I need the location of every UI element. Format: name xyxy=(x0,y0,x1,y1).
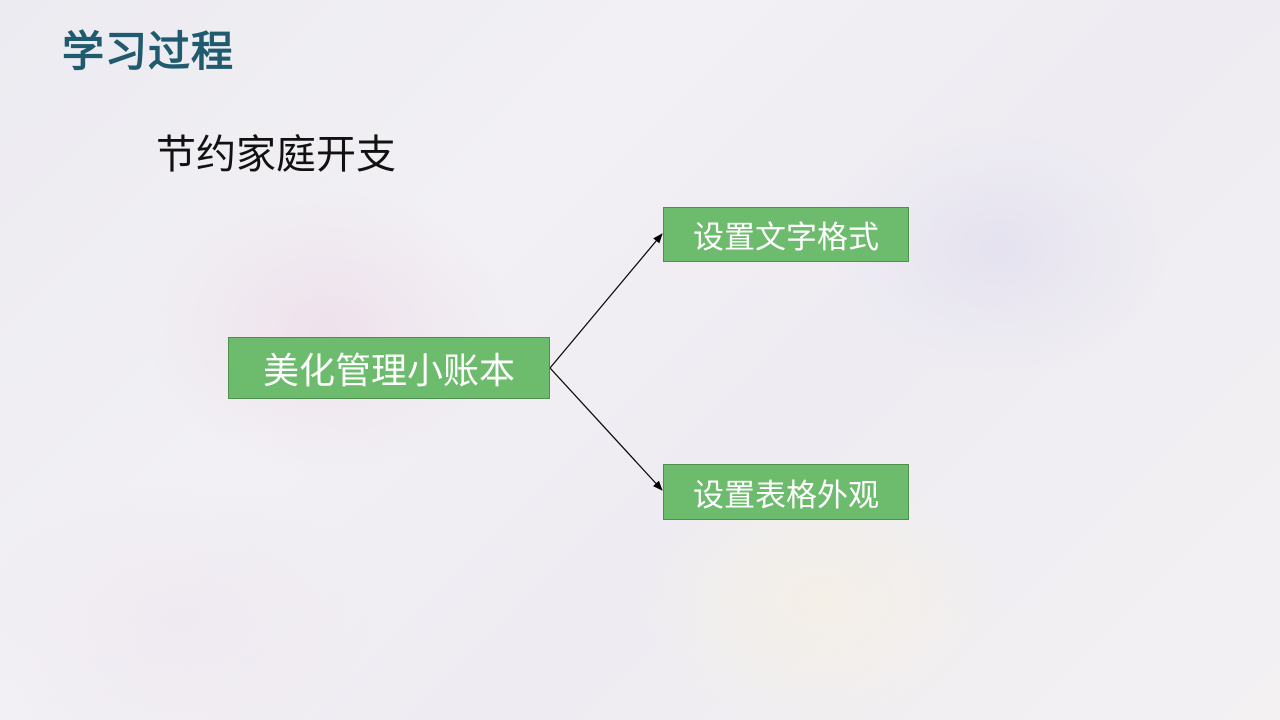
connector-root-to-top xyxy=(549,233,663,369)
diagram-node-root: 美化管理小账本 xyxy=(228,337,550,399)
diagram-node-text-format: 设置文字格式 xyxy=(663,207,909,262)
slide-subtitle: 节约家庭开支 xyxy=(156,132,396,178)
diagram-node-table-appearance: 设置表格外观 xyxy=(663,464,909,520)
connector-root-to-bottom xyxy=(549,367,663,491)
slide-title: 学习过程 xyxy=(62,27,235,76)
